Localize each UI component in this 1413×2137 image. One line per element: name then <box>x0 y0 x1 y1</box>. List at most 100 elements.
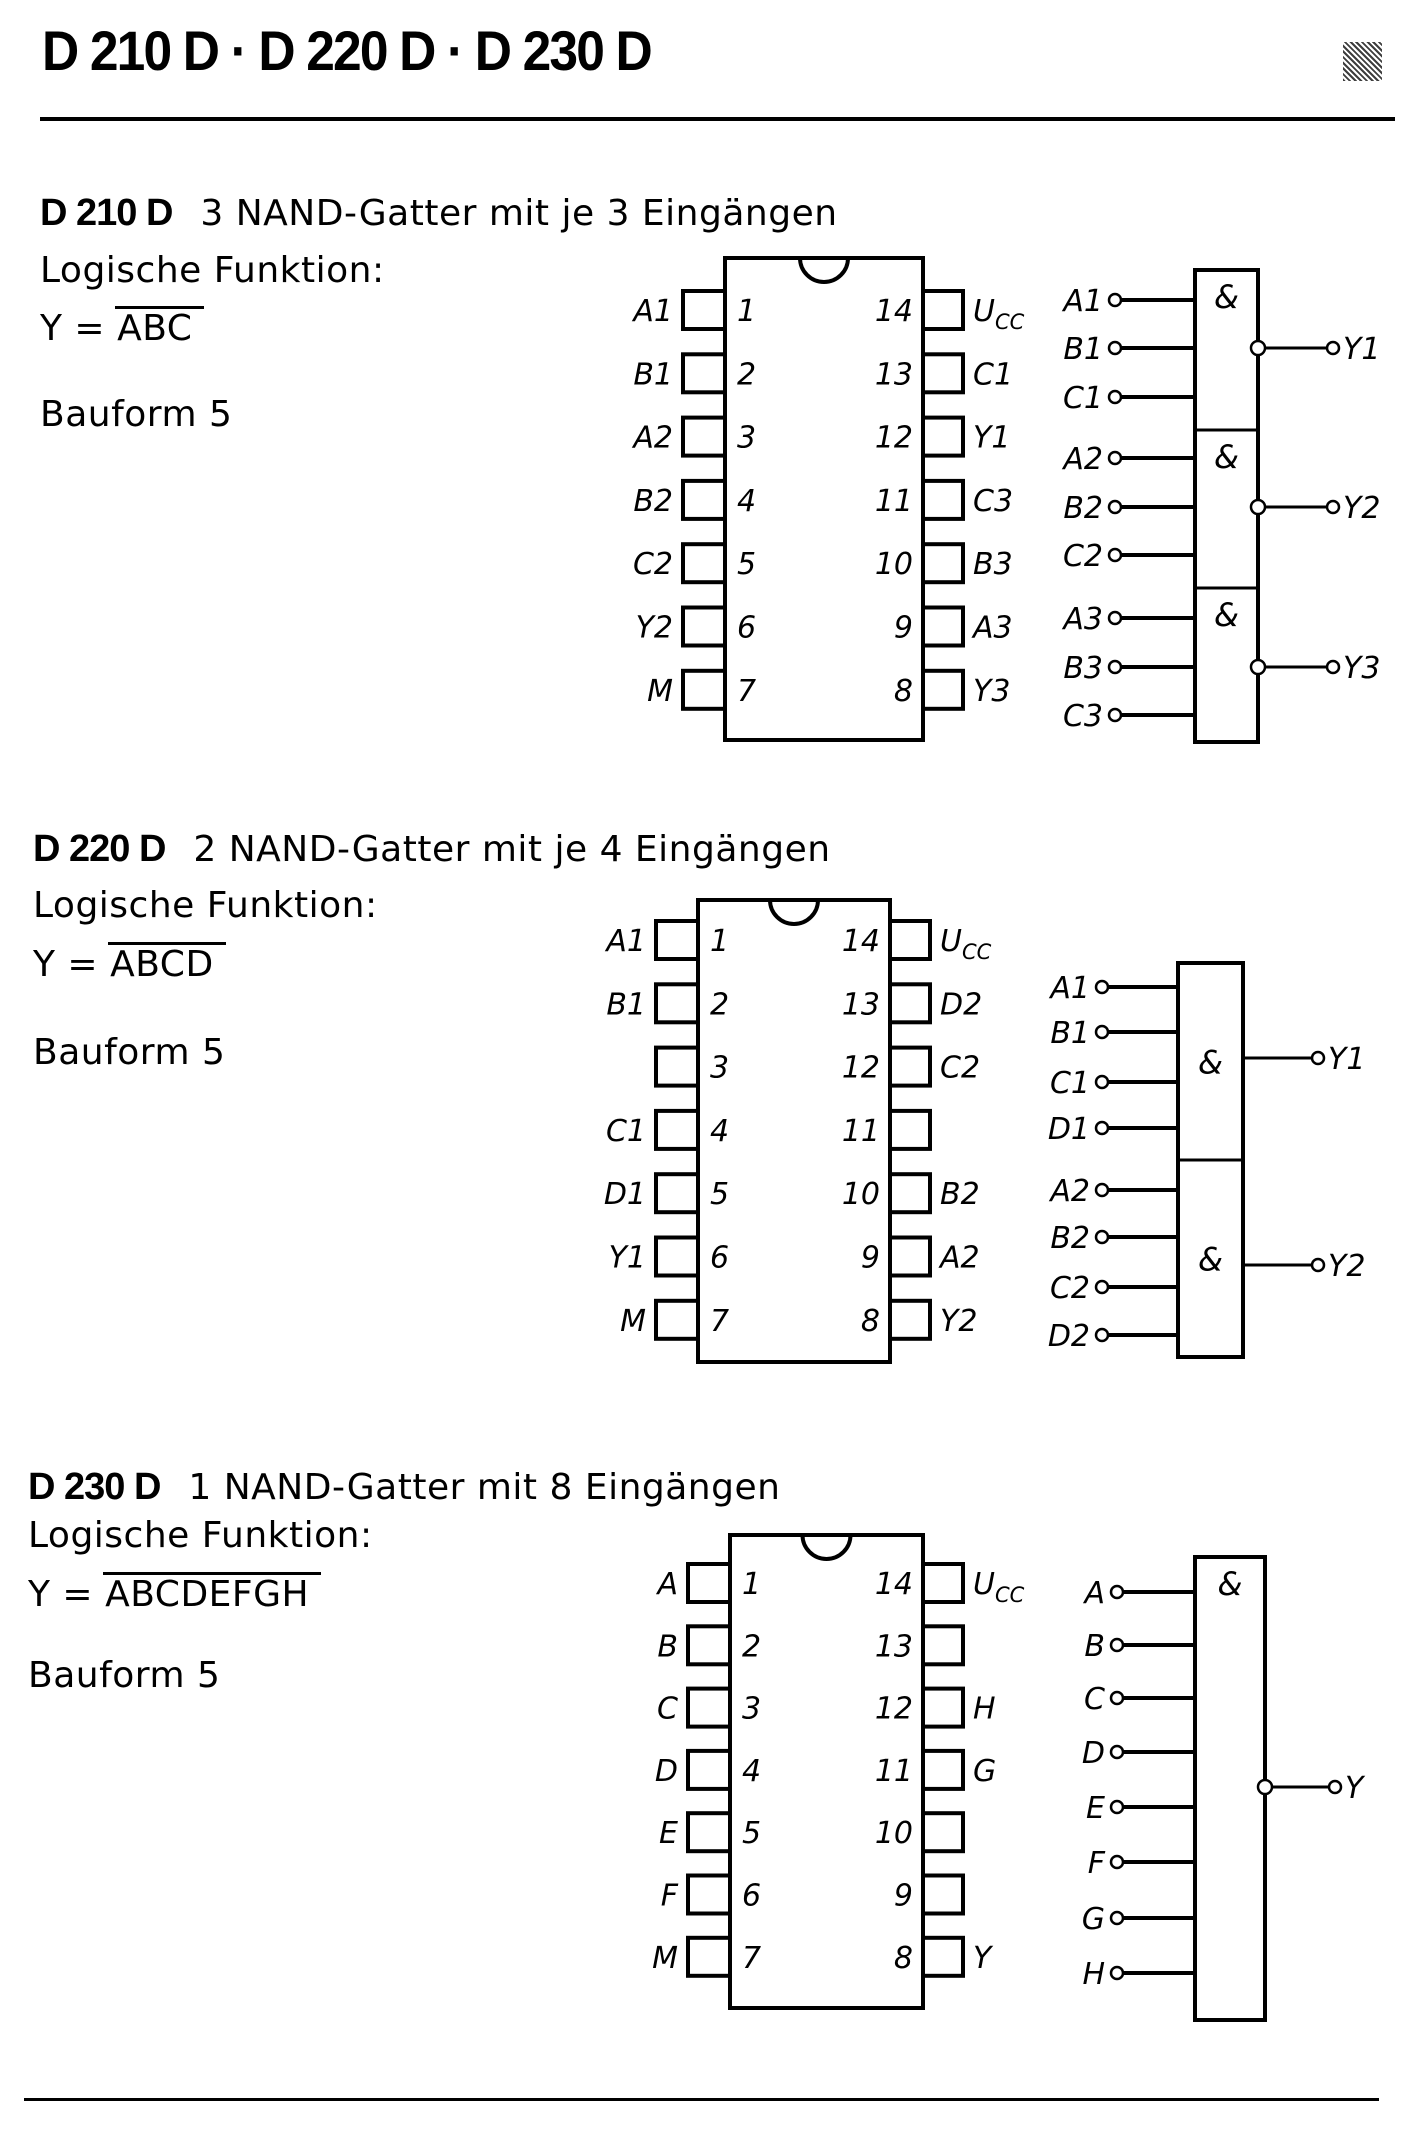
section-code: D 210 D <box>40 192 173 234</box>
input-terminal <box>1109 1799 1125 1815</box>
pin-label: C1 <box>973 357 1013 392</box>
negation-circle <box>1256 1778 1274 1796</box>
pin-pad <box>654 1045 700 1088</box>
input-terminal <box>1107 659 1123 675</box>
input-label: A <box>1082 1576 1105 1611</box>
equation-lhs: Y = <box>33 944 99 985</box>
input-terminal <box>1094 1182 1110 1198</box>
gate-box <box>1193 1555 1267 2022</box>
pin-pad <box>686 1562 732 1604</box>
logic-function-label: Logische Funktion: <box>33 885 378 926</box>
pin-label: UCC <box>973 294 1025 334</box>
section-code: D 220 D <box>33 828 166 870</box>
pin-number: 1 <box>742 1567 761 1602</box>
pin-number: 5 <box>742 1816 761 1851</box>
pin-number: 6 <box>742 1879 761 1914</box>
pin-label: M <box>647 674 673 709</box>
pin-label: A2 <box>938 1241 980 1276</box>
input-label: B3 <box>1063 651 1103 686</box>
logic-function-label: Logische Funktion: <box>28 1515 373 1556</box>
input-terminal <box>1109 1690 1125 1706</box>
input-label: A2 <box>1048 1174 1090 1209</box>
pin-number: 11 <box>875 1754 913 1789</box>
pin-label: G <box>973 1754 996 1789</box>
pin-number: 2 <box>710 987 729 1022</box>
logic-function-label: Logische Funktion: <box>40 250 385 291</box>
package-label: Bauform 5 <box>33 1032 226 1073</box>
input-terminal <box>1109 1854 1125 1870</box>
pin-number: 9 <box>861 1241 880 1276</box>
pin-label: A1 <box>604 924 646 959</box>
input-terminal <box>1094 1279 1110 1295</box>
input-terminal <box>1094 1327 1110 1343</box>
negation-circle <box>1249 339 1267 357</box>
pin-number: 3 <box>737 421 756 456</box>
pin-label: C2 <box>633 547 673 582</box>
pin-pad <box>888 1235 932 1278</box>
negation-circle <box>1249 498 1267 516</box>
pin-number: 8 <box>894 674 913 709</box>
pin-pad <box>686 1624 732 1667</box>
pin-label: Y1 <box>609 1241 646 1276</box>
pin-number: 4 <box>710 1114 729 1149</box>
input-terminal <box>1109 1910 1125 1926</box>
pin-pad <box>686 1748 732 1791</box>
pin-label: B <box>657 1629 678 1664</box>
corner-marker <box>1343 42 1382 81</box>
input-terminal <box>1094 1074 1110 1090</box>
pin-pad <box>654 1172 700 1215</box>
pin-number: 7 <box>742 1941 761 1976</box>
pin-pad <box>921 1748 965 1791</box>
pin-number: 2 <box>737 357 756 392</box>
pin-number: 10 <box>875 547 913 582</box>
page-title: D 210 D · D 220 D · D 230 D <box>42 19 653 82</box>
pin-label: B2 <box>633 484 673 519</box>
input-label: C <box>1084 1682 1105 1717</box>
input-terminal <box>1094 1120 1110 1136</box>
input-terminal <box>1107 450 1123 466</box>
input-label: C2 <box>1050 1271 1090 1306</box>
input-label: A2 <box>1061 442 1103 477</box>
pin-label: A2 <box>631 421 673 456</box>
pin-pad <box>888 919 932 961</box>
logic-equation: Y =ABC <box>40 306 205 349</box>
pin-number: 13 <box>875 1629 913 1664</box>
output-label: Y3 <box>1343 651 1380 686</box>
pin-label: F <box>661 1879 679 1914</box>
pin-pad <box>686 1873 732 1916</box>
pin-pad <box>681 415 727 458</box>
input-label: A1 <box>1061 284 1103 319</box>
pin-pad <box>654 919 700 961</box>
section-description: 2 NAND-Gatter mit je 4 Eingängen <box>193 829 831 870</box>
pin-label: C2 <box>940 1051 980 1086</box>
and-symbol: & <box>1198 1241 1223 1279</box>
input-label: G <box>1082 1902 1105 1937</box>
pin-number: 14 <box>842 924 880 959</box>
negation-circle <box>1249 658 1267 676</box>
input-terminal <box>1109 1965 1125 1981</box>
pin-number: 7 <box>737 674 756 709</box>
input-terminal <box>1107 610 1123 626</box>
pin-pad <box>686 1811 732 1854</box>
input-terminal <box>1109 1744 1125 1760</box>
pin-pad <box>681 478 727 521</box>
input-terminal <box>1107 389 1123 405</box>
footer-rule <box>24 2098 1379 2101</box>
pin-number: 13 <box>842 987 880 1022</box>
pin-number: 1 <box>737 294 756 329</box>
output-terminal <box>1325 499 1341 515</box>
output-terminal <box>1327 1779 1343 1795</box>
input-label: C1 <box>1050 1066 1090 1101</box>
pin-pad <box>921 668 965 711</box>
pin-label: M <box>620 1304 646 1339</box>
pin-number: 14 <box>875 1567 913 1602</box>
pin-label: D1 <box>604 1177 646 1212</box>
input-label: D2 <box>1048 1319 1090 1354</box>
logic-equation: Y =ABCDEFGH <box>28 1572 322 1615</box>
pin-pad <box>654 982 700 1025</box>
pin-pad <box>921 478 965 521</box>
output-label: Y1 <box>1328 1042 1365 1077</box>
